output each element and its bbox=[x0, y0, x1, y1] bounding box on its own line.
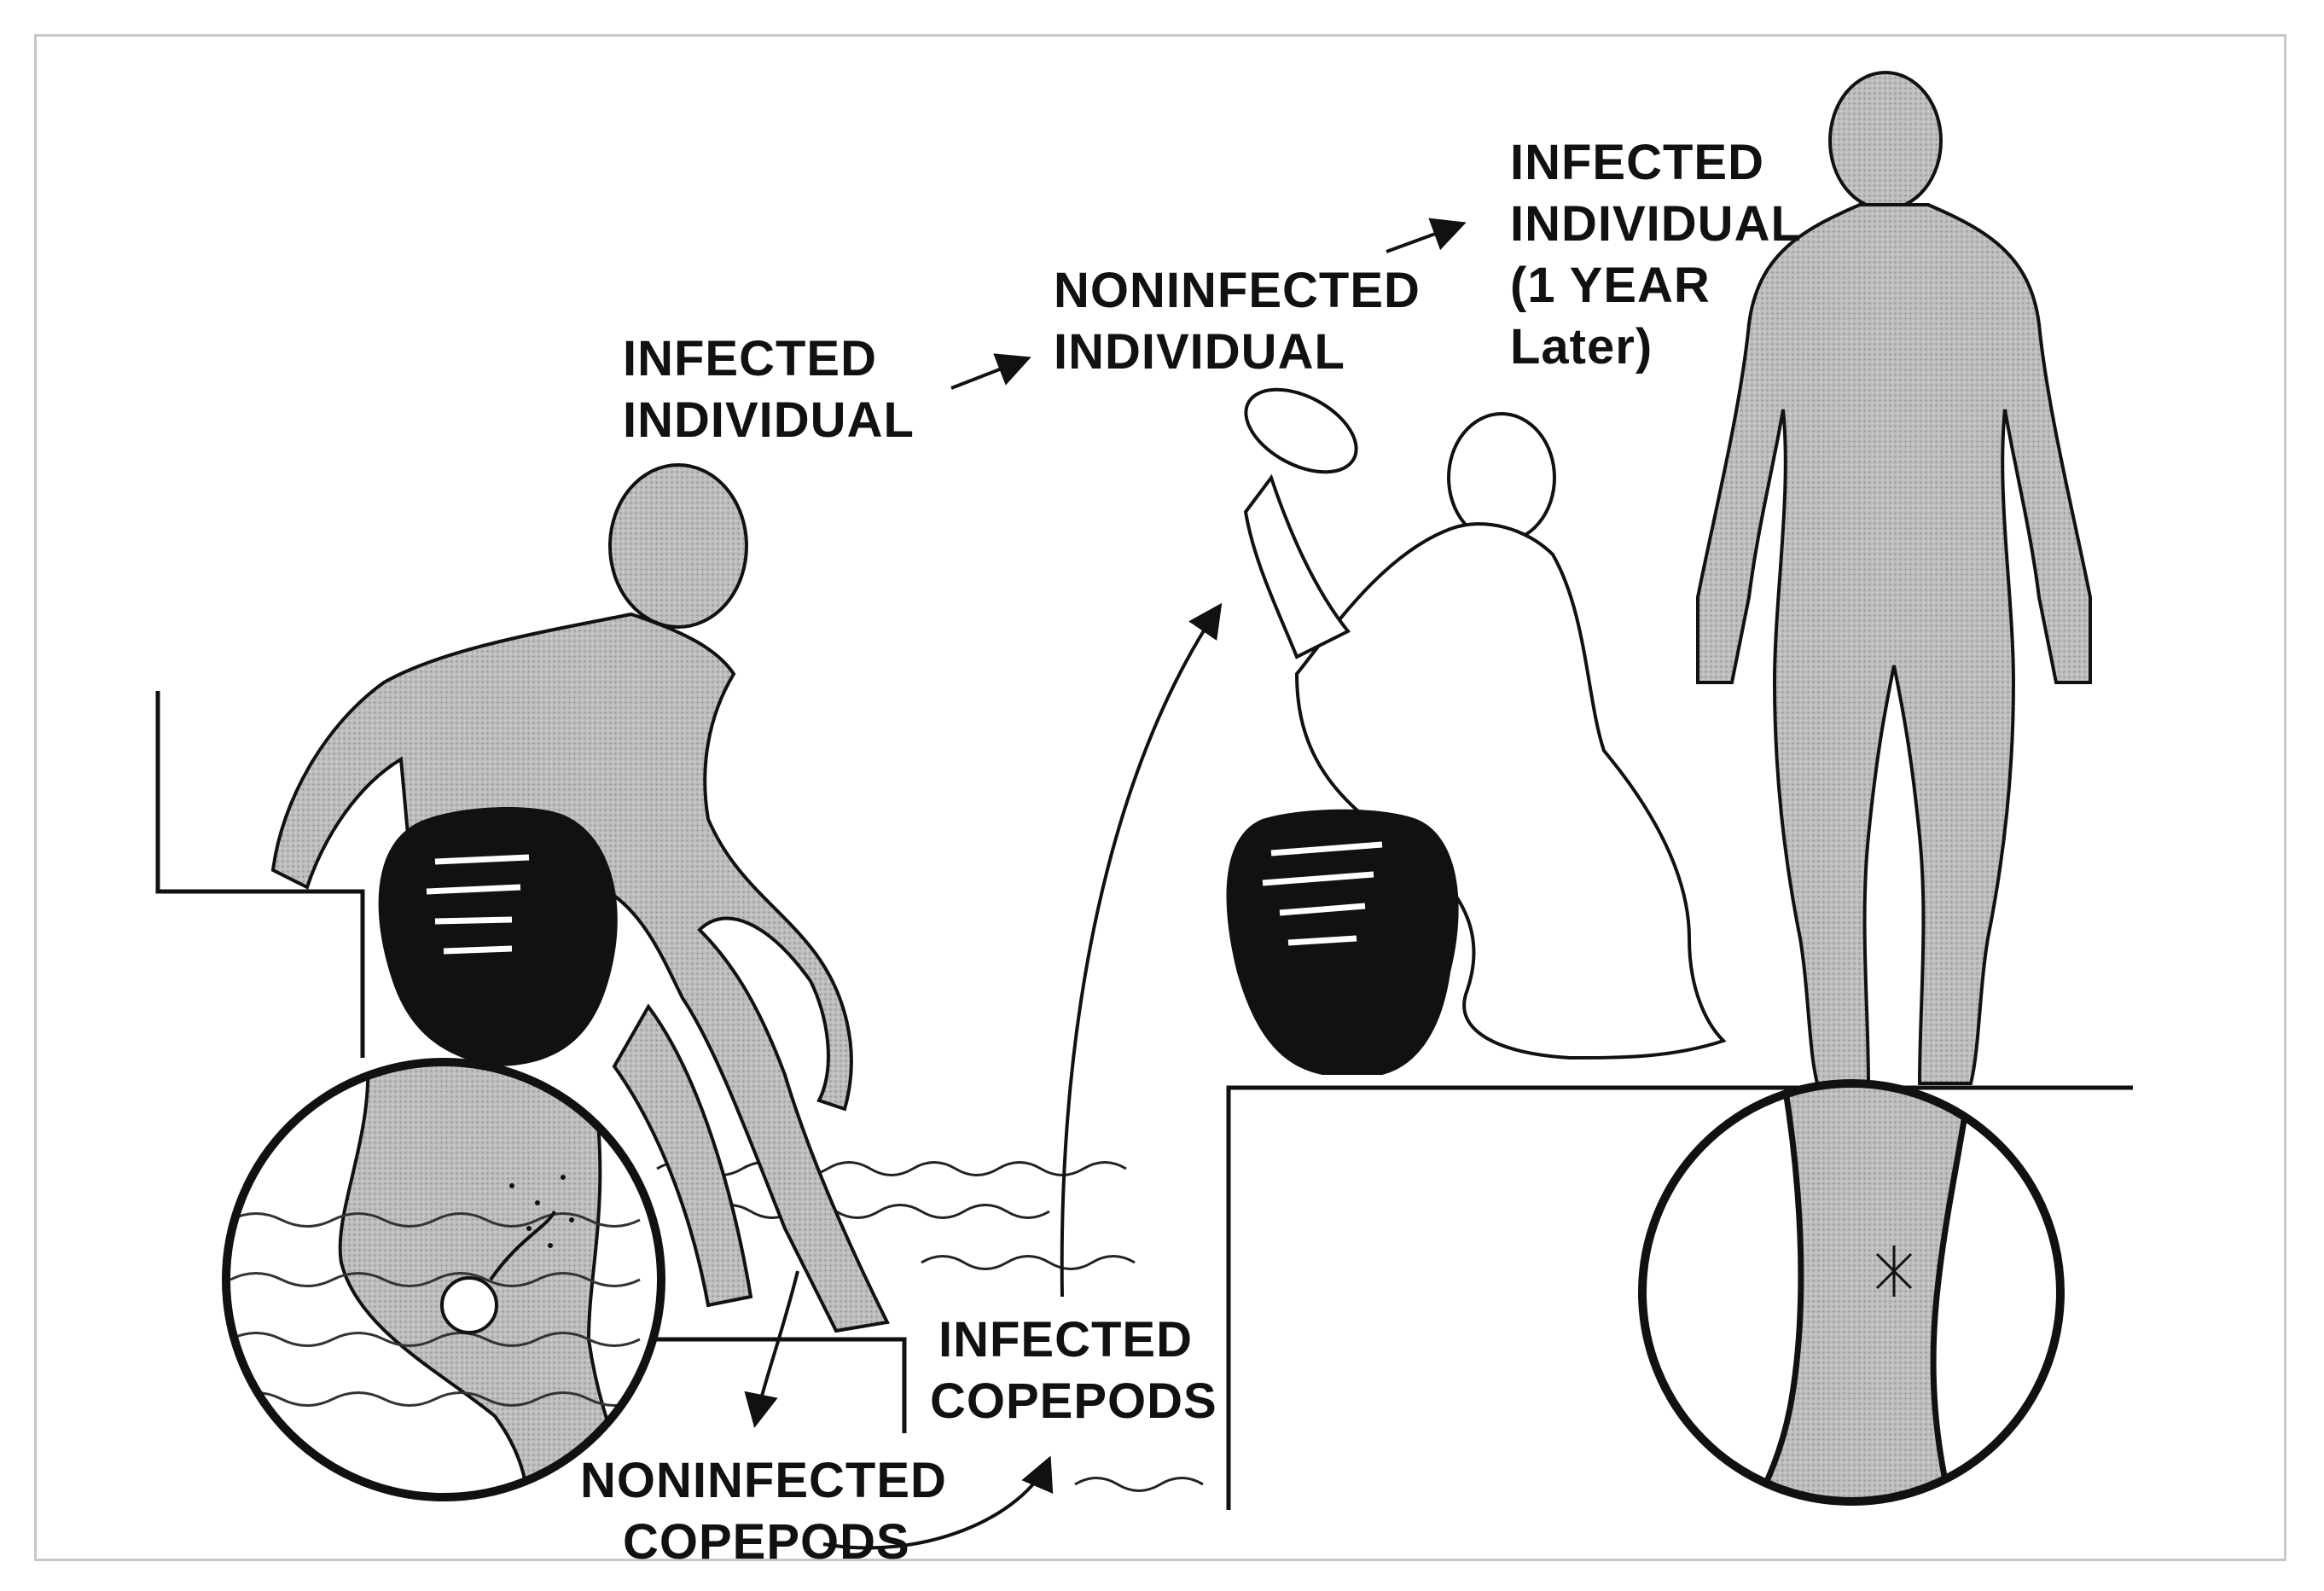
label-line: INFECTED bbox=[930, 1309, 1217, 1371]
label-line: NONINFECTED bbox=[1054, 260, 1421, 322]
label-line: (1 YEAR bbox=[1510, 255, 1802, 316]
label-noninfected-individual: NONINFECTED INDIVIDUAL bbox=[1054, 260, 1421, 383]
arrow-to-water bbox=[755, 1271, 798, 1425]
label-infected-individual: INFECTED INDIVIDUAL bbox=[623, 328, 915, 451]
arrow-infected-to-noninfected bbox=[951, 358, 1028, 388]
label-infected-copepods: INFECTED COPEPODS bbox=[930, 1309, 1217, 1432]
arrow-infected-copepods-to-drinker bbox=[1062, 606, 1220, 1297]
label-line: COPEPODS bbox=[580, 1512, 947, 1573]
label-line: INDIVIDUAL bbox=[1510, 194, 1802, 255]
arrow-noninfected-to-later bbox=[1386, 224, 1463, 252]
label-line: INDIVIDUAL bbox=[623, 390, 915, 451]
label-line: INFECTED bbox=[623, 328, 915, 390]
left-water-pot bbox=[379, 807, 618, 1066]
right-magnifier-circle bbox=[1642, 1075, 2060, 1518]
label-line: NONINFECTED bbox=[580, 1450, 947, 1512]
left-magnifier-circle bbox=[226, 1049, 661, 1518]
label-infected-individual-1-year-later: INFECTED INDIVIDUAL (1 YEAR Later) bbox=[1510, 132, 1802, 378]
label-line: INFECTED bbox=[1510, 132, 1802, 194]
label-line: COPEPODS bbox=[930, 1371, 1217, 1432]
label-noninfected-copepods: NONINFECTED COPEPODS bbox=[580, 1450, 947, 1573]
label-line: INDIVIDUAL bbox=[1054, 322, 1421, 383]
right-water-pot bbox=[1227, 810, 1459, 1075]
label-line: Later) bbox=[1510, 316, 1802, 378]
